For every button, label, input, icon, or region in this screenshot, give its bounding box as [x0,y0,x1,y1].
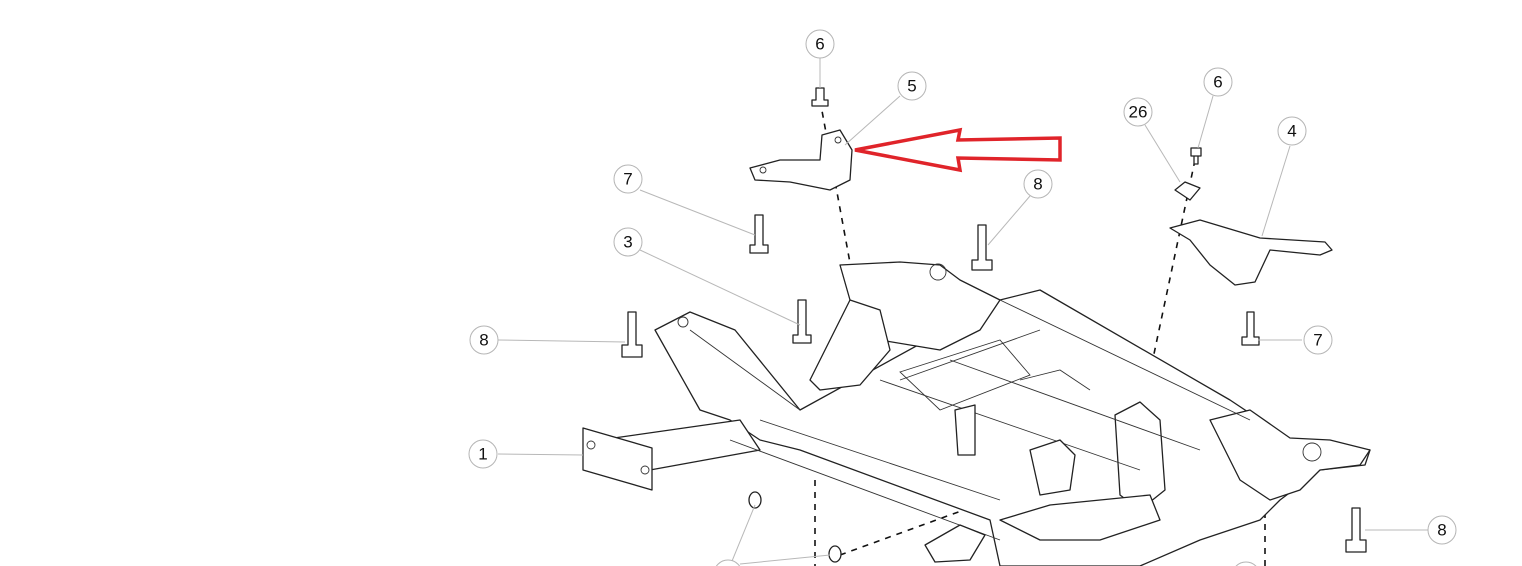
bolt-7b [1241,311,1260,346]
svg-text:7: 7 [1313,331,1322,350]
bolt-8b [621,311,643,358]
bolt-6a [811,87,829,107]
callout-26: 26 [1123,97,1153,127]
svg-text:6: 6 [815,35,824,54]
bolt-8a [971,224,993,271]
callout-5: 5 [897,71,927,101]
svg-text:8: 8 [1437,521,1446,540]
callout-8: 8 [469,325,499,355]
svg-text:8: 8 [479,331,488,350]
bolts [621,87,1367,563]
svg-text:26: 26 [1129,103,1148,122]
callout-partial [715,559,741,566]
part-1-plate [582,427,653,491]
callout-6: 6 [805,29,835,59]
callout-4: 4 [1277,116,1307,146]
svg-text:1: 1 [478,445,487,464]
bolt-8c [1345,507,1367,553]
svg-text:5: 5 [907,77,916,96]
bolt-7a [749,214,769,254]
subframe-crossmember [599,261,1371,566]
leader-lines [497,58,1428,566]
part-5-bracket [749,129,853,191]
part-4-bracket [1169,181,1333,286]
callout-1: 1 [468,439,498,469]
svg-text:8: 8 [1033,175,1042,194]
callout-6: 6 [1203,67,1233,97]
callout-8: 8 [1023,169,1053,199]
red-highlight-arrow [854,127,1062,173]
callout-3: 3 [613,227,643,257]
svg-text:3: 3 [623,233,632,252]
bolt-3 [792,299,812,344]
svg-text:4: 4 [1287,122,1296,141]
callout-7: 7 [613,164,643,194]
callout-7: 7 [1303,325,1333,355]
callout-partial [1235,561,1257,566]
svg-text:6: 6 [1213,73,1222,92]
bolt-6b [1190,147,1202,165]
callout-8: 8 [1427,515,1457,545]
svg-text:7: 7 [623,170,632,189]
nut [828,545,842,563]
nut [748,491,762,509]
